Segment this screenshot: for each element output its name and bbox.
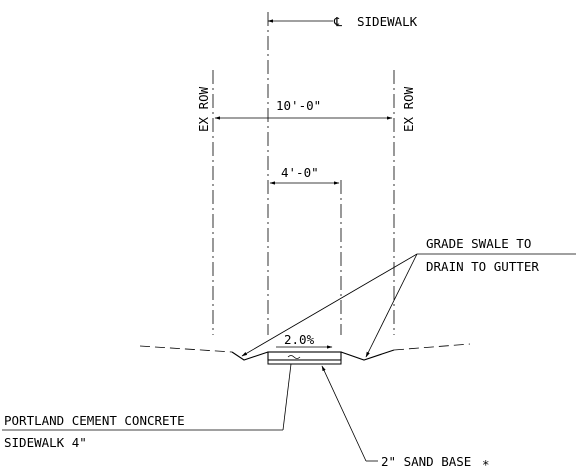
sand-base-note: 2" SAND BASE	[381, 454, 471, 469]
centerline-label: SIDEWALK	[357, 14, 418, 29]
sand-base-asterisk: *	[482, 457, 490, 472]
sand-base-layer	[267, 359, 342, 365]
ex-row-right-label: EX ROW	[401, 86, 416, 132]
grade-swale-leader-right	[365, 253, 418, 358]
concrete-note-line2: SIDEWALK 4"	[4, 435, 87, 450]
concrete-symbol	[287, 355, 301, 359]
ground-profile-right	[393, 343, 471, 351]
swale-right	[340, 349, 395, 361]
concrete-leader	[282, 363, 292, 431]
grade-swale-leader-left	[241, 253, 418, 357]
ex-row-left-label: EX ROW	[196, 86, 211, 132]
slope-label: 2.0%	[284, 332, 315, 347]
centerline-symbol: ℄	[333, 14, 343, 29]
dimension-overall-label: 10'-0"	[276, 98, 321, 113]
concrete-note-line1: PORTLAND CEMENT CONCRETE	[4, 413, 185, 428]
concrete-sidewalk-slab	[267, 351, 342, 361]
dimension-inner-label: 4'-0"	[281, 165, 319, 180]
grade-swale-note-line2: DRAIN TO GUTTER	[426, 259, 539, 274]
grade-swale-note-line1: GRADE SWALE TO	[426, 236, 531, 251]
swale-left	[231, 351, 269, 361]
sand-base-leader	[321, 365, 367, 462]
ground-profile-left	[139, 345, 233, 353]
